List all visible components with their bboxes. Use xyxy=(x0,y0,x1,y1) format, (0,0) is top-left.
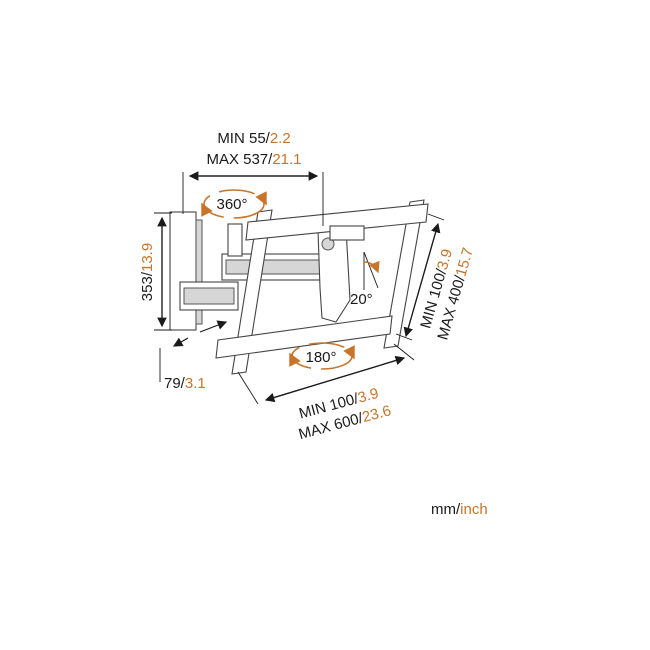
wall-plate-side xyxy=(195,219,203,325)
top-width-dimension: MIN 55/2.2 MAX 537/21.1 xyxy=(182,130,324,226)
tilt-knob xyxy=(321,237,335,251)
rotate-indicator: 180° xyxy=(289,342,355,370)
swivel-angle-label: 360° xyxy=(216,196,247,213)
units-legend: mm/inch xyxy=(431,501,488,518)
arm-upper-shade xyxy=(225,259,331,275)
arm-joint xyxy=(227,223,243,257)
swivel-indicator: 360° xyxy=(201,189,267,219)
horizontal-rail-bottom xyxy=(215,315,393,359)
horizontal-rail-top xyxy=(245,203,429,241)
top-max-label: MAX 537/21.1 xyxy=(206,151,301,168)
vertical-rail-left xyxy=(231,209,273,375)
tilt-indicator: 20° xyxy=(350,251,380,308)
vertical-rail-right xyxy=(383,199,425,349)
rail-bracket xyxy=(329,225,365,241)
height-dimension: 353/13.9 xyxy=(139,212,172,331)
wall-mount-illustration xyxy=(169,199,429,375)
depth-label: 79/3.1 xyxy=(164,375,206,392)
top-min-label: MIN 55/2.2 xyxy=(217,130,290,147)
height-label: 353/13.9 xyxy=(139,243,156,301)
rotate-angle-label: 180° xyxy=(305,349,336,366)
depth-dimension: 79/3.1 xyxy=(159,320,228,392)
tilt-angle-label: 20° xyxy=(350,291,373,308)
wall-plate xyxy=(169,211,197,331)
arm-lower-shade xyxy=(183,287,235,305)
